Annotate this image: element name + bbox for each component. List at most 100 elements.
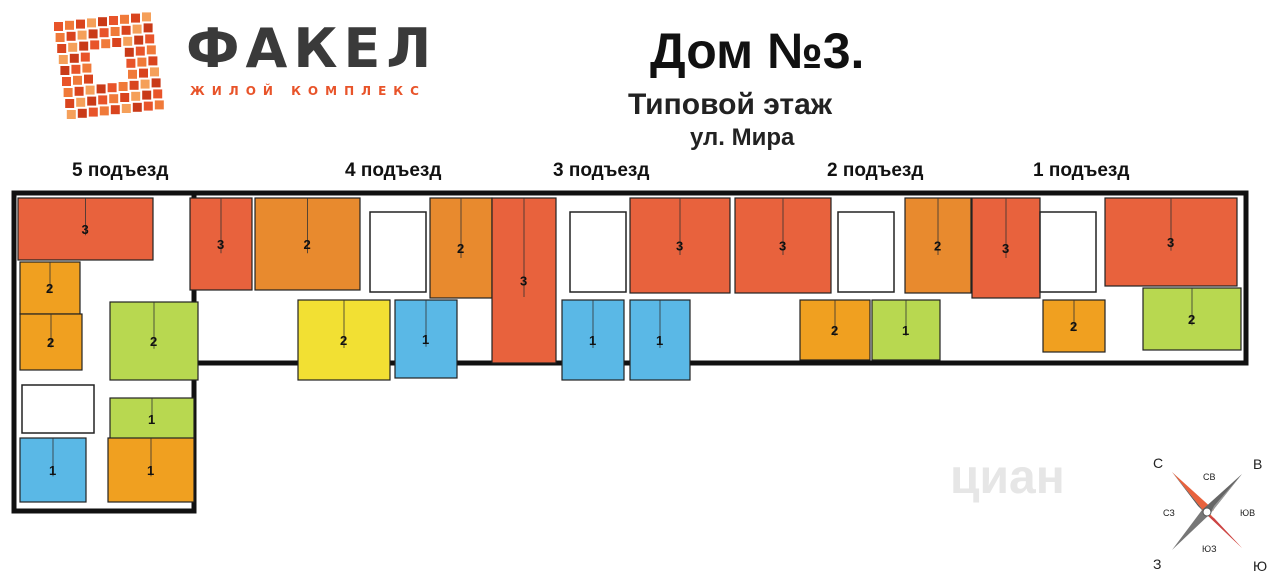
apartment: 1 [629,299,691,381]
apartment-rooms-label: 1 [148,412,155,427]
entrance-label-2: 2 подъезд [827,160,924,181]
logo-tile [60,66,70,75]
logo-tile [139,68,148,78]
logo-tile [150,67,159,77]
apartment-rooms-label: 3 [676,239,683,254]
apartment: 3 [734,197,832,294]
logo-tile [99,28,109,38]
apartment-rooms-label: 2 [831,323,838,338]
apartment-rooms-label: 3 [82,222,89,237]
logo-tile [101,39,111,49]
logo-tile [58,55,68,64]
logo-tile [54,22,63,31]
apartment: 2 [1142,287,1242,351]
apartment-rooms-label: 2 [47,335,54,350]
apartment: 1 [109,397,195,441]
apartment-rooms-label: 2 [46,281,53,296]
street-title: ул. Мира [690,124,795,151]
apartment: 3 [491,197,557,364]
logo-tile [80,52,90,62]
apartment-rooms-label: 1 [589,333,596,348]
logo-tile [87,18,96,28]
watermark-text: циан [950,451,1065,504]
entrance-label-4: 4 подъезд [345,160,442,181]
apartment: 2 [254,197,361,291]
apartment: 2 [297,299,391,381]
compass-se: ЮВ [1240,508,1256,518]
compass-icon [1172,472,1242,550]
logo-tile [123,36,133,46]
logo-tile [143,101,153,111]
logo-tile [55,33,65,42]
logo-tile [62,77,71,86]
apartment-rooms-label: 3 [520,274,527,289]
logo-tile [134,35,144,45]
logo-tile [154,100,164,110]
brand-subtitle: ЖИЛОЙ КОМПЛЕКС [190,84,426,98]
apartment-rooms-label: 2 [1070,319,1077,334]
logo-tile [87,96,97,106]
logo-tile [148,56,158,66]
logo-tile [98,95,108,105]
stairwell-5 [21,384,95,434]
apartment: 1 [561,299,625,381]
logo-tile [137,57,147,67]
logo-tile [65,20,74,30]
apartment-rooms-label: 3 [1167,235,1174,250]
apartment: 2 [19,313,83,371]
logo-tile [153,89,163,99]
logo-tile [121,25,131,35]
entrance-label-3: 3 подъезд [553,160,650,181]
apartment-rooms-label: 2 [1188,312,1195,327]
brand-logo-icon [54,12,164,119]
compass-south: Ю [1253,558,1268,574]
logo-tile [65,99,75,108]
entrance-label-5: 5 подъезд [72,160,169,181]
apartment-rooms-label: 2 [457,241,464,256]
brand-name: ФАКЕЛ [186,17,438,80]
apartment: 1 [19,437,87,503]
logo-tile [142,90,152,100]
logo-tile [112,38,122,47]
logo-tile [109,94,119,104]
apartment: 2 [429,197,493,299]
logo-tile [77,30,87,40]
logo-tile [71,64,81,74]
floor-title: Типовой этаж [628,88,833,121]
apartment: 2 [799,299,871,361]
apartment-rooms-label: 3 [1002,241,1009,256]
stairwell-4 [369,211,427,293]
logo-tile [143,23,153,33]
logo-tile [69,53,79,63]
apartment-rooms-label: 3 [217,237,224,252]
logo-tile [146,45,156,55]
apartment: 1 [871,299,941,361]
apartment-rooms-label: 3 [779,239,786,254]
stairwell-2 [837,211,895,293]
logo-tile [66,31,76,41]
stairwell-1 [1039,211,1097,293]
apartment-rooms-label: 1 [49,463,56,478]
apartment: 1 [107,437,195,503]
logo-tile [96,84,106,94]
apartment: 1 [394,299,458,379]
apartment-rooms-label: 2 [304,237,311,252]
entrance-label-1: 1 подъезд [1033,160,1130,181]
apartment: 2 [1042,299,1106,353]
compass-east: В [1253,456,1263,472]
apartment-rooms-label: 2 [934,239,941,254]
logo-tile [110,105,120,115]
logo-tile [99,106,109,116]
compass-nw: СЗ [1163,508,1175,518]
compass-sw: ЮЗ [1202,544,1217,554]
apartment: 2 [904,197,972,294]
logo-tile [90,40,100,50]
apartment-rooms-label: 1 [902,323,909,338]
logo-tile [74,86,84,96]
logo-tile [128,69,137,79]
apartment-rooms-label: 1 [147,463,154,478]
logo-tile [109,16,118,25]
stairwells [21,211,1097,434]
logo-tile [57,44,67,53]
